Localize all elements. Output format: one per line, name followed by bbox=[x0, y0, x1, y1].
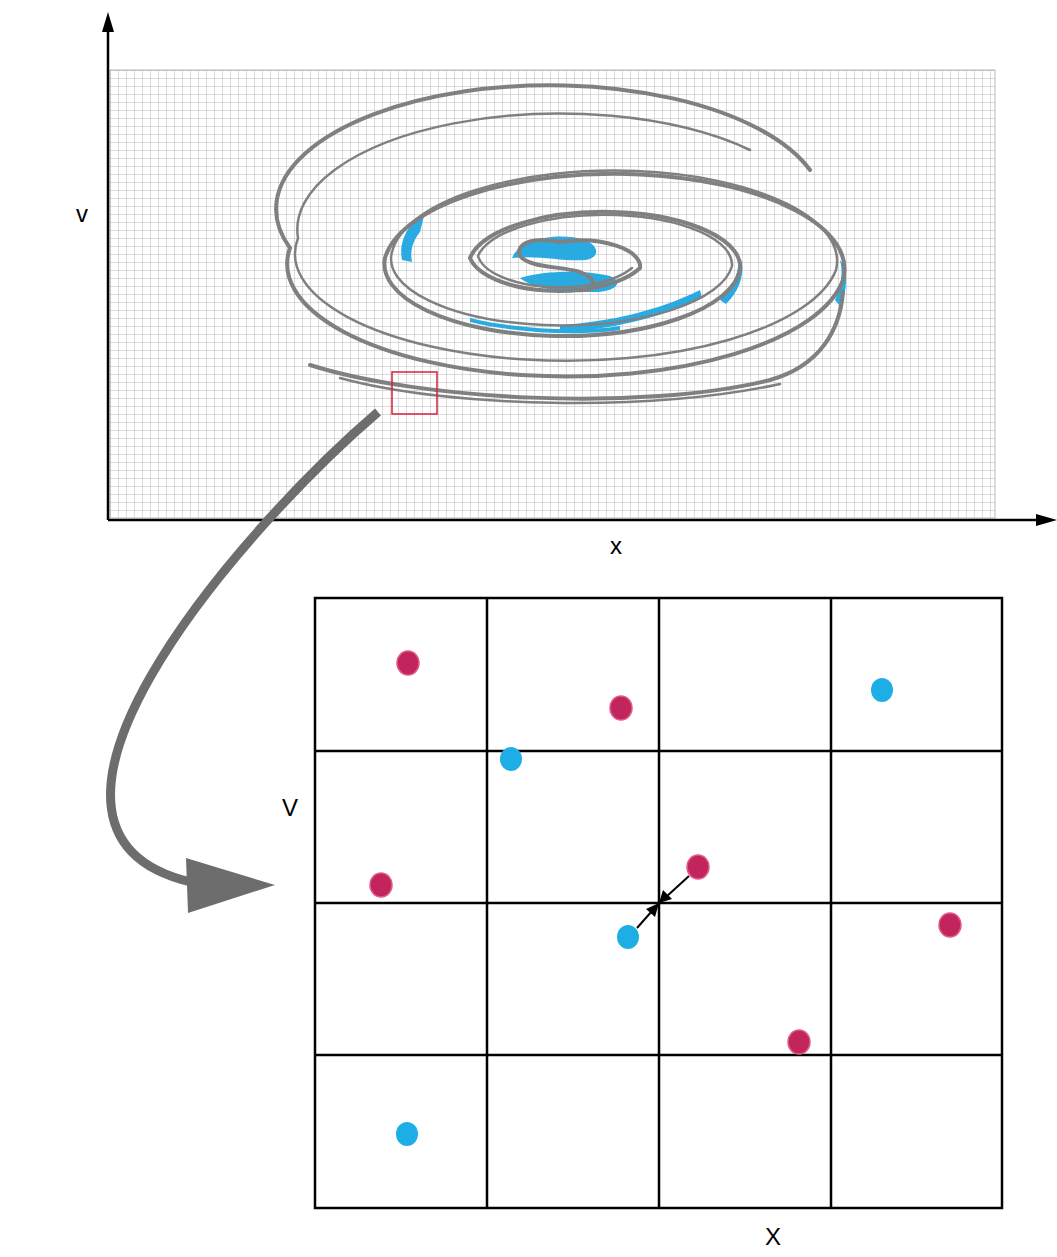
phase-grid bbox=[110, 70, 995, 518]
zoom-arrow bbox=[111, 412, 378, 913]
zoom-box bbox=[392, 372, 437, 414]
particle-magenta bbox=[370, 651, 961, 1054]
axis-label: V bbox=[282, 796, 298, 820]
axis-label: X bbox=[765, 1225, 781, 1249]
zoomed-grid bbox=[315, 598, 1002, 1208]
axes bbox=[102, 12, 1057, 526]
axis-label: v bbox=[76, 202, 88, 226]
spiral-filament bbox=[276, 85, 844, 403]
axis-label: x bbox=[610, 534, 622, 558]
interaction-arrows bbox=[637, 876, 689, 928]
particle-blue bbox=[396, 678, 893, 1146]
